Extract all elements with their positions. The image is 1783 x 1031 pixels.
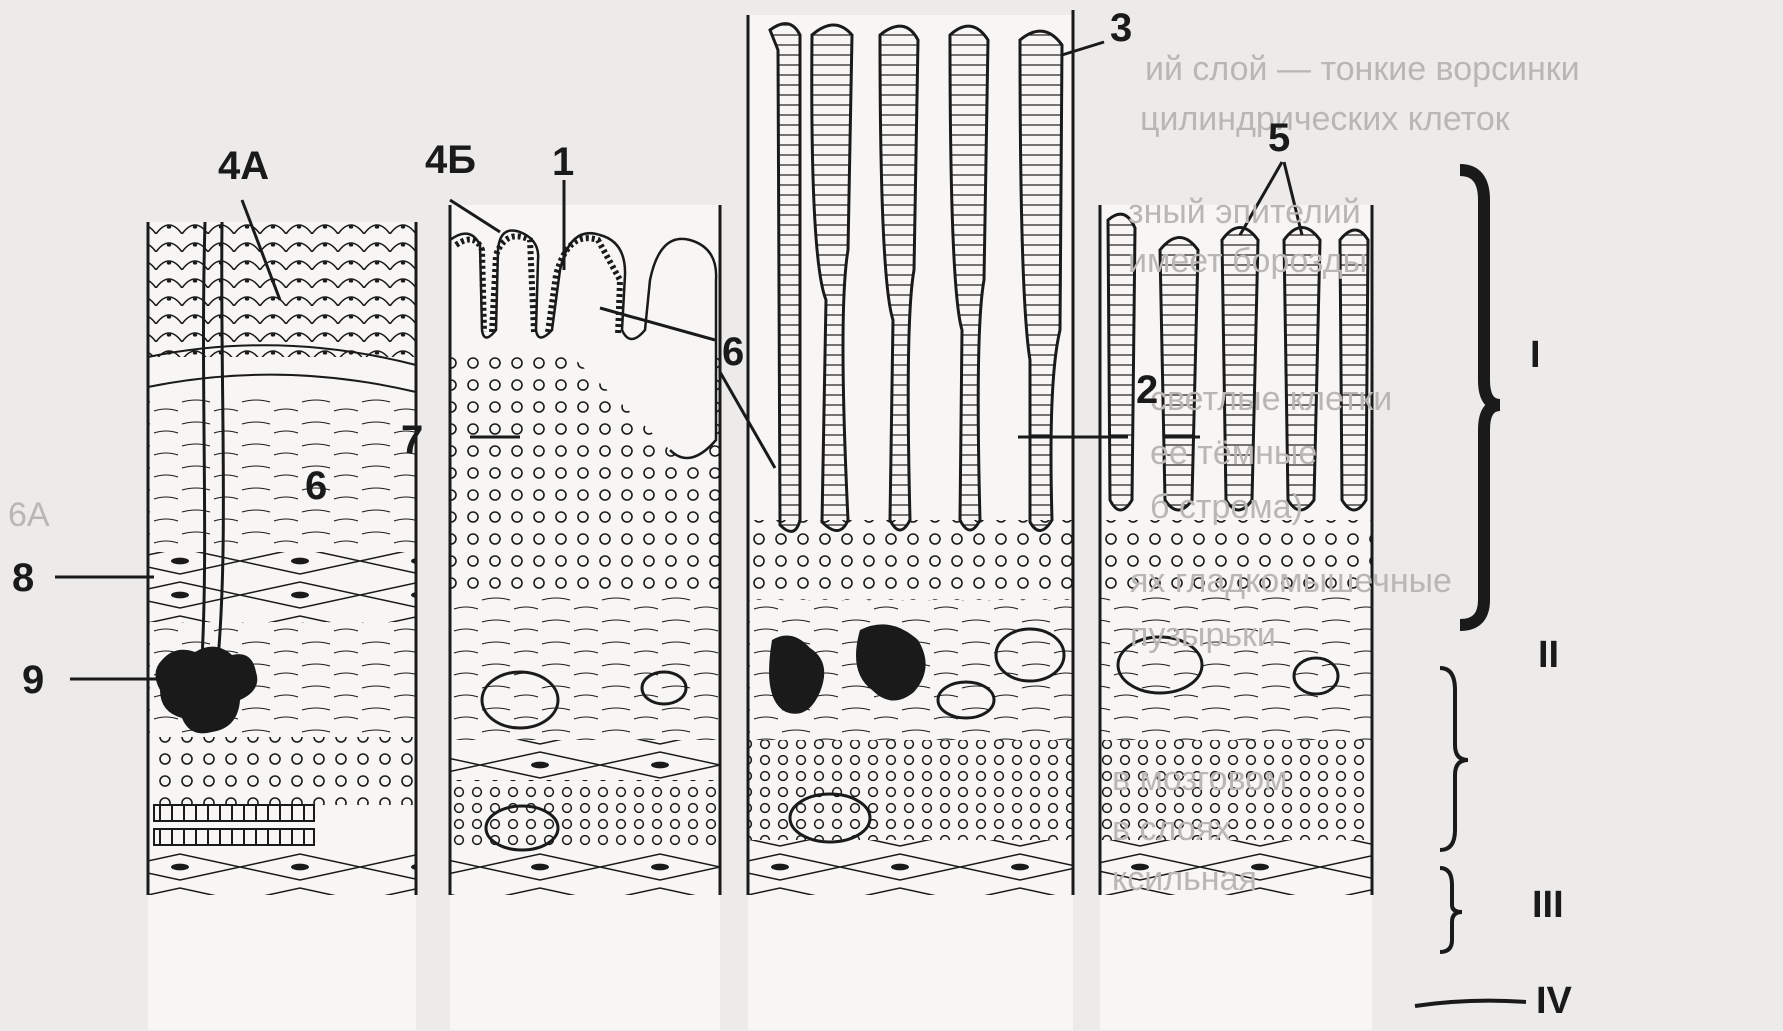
ghost-text-4: имеет борозды: [1128, 244, 1367, 278]
label-1: 1: [552, 142, 574, 182]
brace-i: [1460, 170, 1500, 625]
layer-label-ii: II: [1538, 636, 1559, 674]
muscle-band-2a: [450, 740, 720, 780]
label-6-right: 6: [722, 332, 744, 372]
label-2: 2: [1136, 370, 1158, 410]
label-6-panel1: 6: [305, 466, 327, 506]
muscle-band-3: [748, 840, 1073, 895]
layer-label-iv: IV: [1536, 982, 1572, 1020]
ghost-text-6: ее тёмные: [1150, 436, 1317, 470]
layer-label-iii: III: [1532, 886, 1564, 924]
brace-iv: [1415, 1001, 1526, 1006]
muscle-band-2b: [450, 850, 720, 895]
squamous-epithelium-layer: [148, 222, 416, 357]
ghost-text-3: зный эпителий: [1128, 195, 1361, 229]
ghost-text-5: светлые клетки: [1150, 382, 1392, 416]
muscularis-mucosae: [148, 552, 416, 622]
label-4b: 4Б: [425, 140, 476, 180]
label-4a: 4А: [218, 146, 269, 186]
crypt-region-3: [748, 520, 1073, 600]
ghost-text-10: пузырьки: [1130, 618, 1276, 652]
layer-label-i: I: [1530, 336, 1541, 374]
ghost-text-8: 6А: [8, 498, 50, 532]
cell-layer: [148, 737, 416, 805]
ghost-text-9: ях гладкомышечные: [1130, 564, 1452, 598]
lamina-propria: [148, 392, 416, 552]
label-7: 7: [401, 420, 423, 460]
brace-ii: [1440, 668, 1468, 850]
ghost-text-1: ий слой — тонкие ворсинки: [1145, 52, 1580, 86]
label-5: 5: [1268, 118, 1290, 158]
cells-3: [748, 740, 1073, 840]
ghost-text-7: б строма): [1150, 490, 1303, 524]
ghost-text-12: в слоях: [1112, 812, 1231, 846]
ghost-text-13: ксильная: [1112, 862, 1257, 896]
ghost-text-11: в мозговом: [1112, 762, 1288, 796]
panel-3-villi: [748, 10, 1073, 1030]
ghost-text-2: цилиндрических клеток: [1140, 102, 1510, 136]
submucosa-4: [1100, 590, 1372, 740]
label-8: 8: [12, 558, 34, 598]
panel-1-squamous: [148, 222, 416, 1030]
outer-layer: [148, 850, 416, 895]
muscularis-mucosae-2: [450, 520, 720, 590]
label-9: 9: [22, 660, 44, 700]
brace-iii: [1440, 868, 1462, 952]
label-3: 3: [1110, 8, 1132, 48]
